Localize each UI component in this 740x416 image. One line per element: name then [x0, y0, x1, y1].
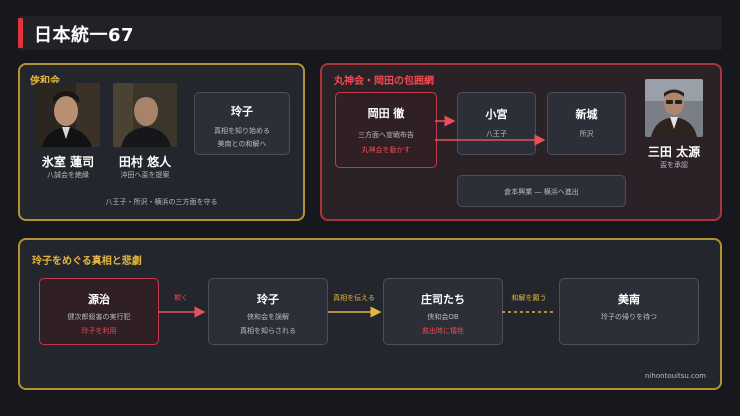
- minami-card: 美南 玲子の帰りを待つ: [559, 278, 699, 345]
- truth-panel: 玲子をめぐる真相と悲劇 源治 健次郎殺害の実行犯 玲子を利用 玲子 侠和会を誤解…: [18, 238, 722, 390]
- reiko-card-kyowakai: 玲子 真相を知り始める 美南との和解へ: [194, 92, 290, 155]
- shinjo-line1: 所沢: [579, 130, 594, 138]
- shoji-line2: 救出時に犠牲: [422, 327, 464, 335]
- reiko-card-truth: 玲子 侠和会を誤解 真相を知らされる: [208, 278, 328, 345]
- tamura-photo: [113, 83, 177, 147]
- himuro-photo: [36, 83, 100, 147]
- okada-card: 岡田 徹 三方面へ宣戦布告 丸神会を動かす: [335, 92, 437, 168]
- mita-name: 三田 太源: [647, 145, 701, 159]
- kuramoto-card: 倉本興業 ― 横浜へ進出: [457, 175, 626, 207]
- minami-name: 美南: [618, 293, 640, 306]
- reiko-card-line1: 真相を知り始める: [214, 127, 270, 135]
- truth-label: 玲子をめぐる真相と悲劇: [32, 256, 142, 267]
- shoji-name: 庄司たち: [421, 293, 465, 306]
- shoji-card: 庄司たち 侠和会OB 救出時に犠牲: [383, 278, 503, 345]
- genji-card: 源治 健次郎殺害の実行犯 玲子を利用: [39, 278, 159, 345]
- himuro-desc: 八誠会を絶縁: [47, 171, 89, 179]
- kuramoto-text: 倉本興業 ― 横浜へ進出: [504, 188, 579, 196]
- marukami-panel: 丸神会・岡田の包囲網 岡田 徹 三方面へ宣戦布告 丸神会を動かす 小宮 八王子 …: [320, 63, 722, 221]
- tamura-name: 田村 悠人: [118, 155, 172, 169]
- kyowakai-footnote: 八王子・所沢・横浜の三方面を守る: [105, 198, 218, 206]
- title-accent-bar: [18, 18, 23, 48]
- page-title: 日本統一67: [34, 25, 135, 46]
- tamura-desc: 沖田へ盃を提案: [120, 171, 170, 179]
- okada-line2: 丸神会を動かす: [361, 146, 411, 154]
- genji-line2: 玲子を利用: [81, 327, 117, 335]
- reiko-truth-line2: 真相を知らされる: [240, 327, 296, 335]
- website-label: nihontouitsu.com: [645, 372, 706, 380]
- edge-label-wish-reconcile: 和解を願う: [511, 294, 547, 302]
- okada-line1: 三方面へ宣戦布告: [358, 131, 414, 139]
- kyowakai-panel: 侠和会 氷室 蓮司 八誠会を絶縁 田村 悠人 沖田へ盃を提案 玲子 真相を知り始…: [18, 63, 305, 221]
- reiko-card-name: 玲子: [231, 105, 253, 118]
- komiya-card: 小宮 八王子: [457, 92, 536, 155]
- mita-desc: 盃を承認: [660, 161, 688, 169]
- himuro-name: 氷室 蓮司: [41, 155, 95, 169]
- edge-label-tell-truth: 真相を伝える: [333, 294, 375, 302]
- genji-name: 源治: [88, 293, 110, 306]
- marukami-label: 丸神会・岡田の包囲網: [334, 76, 434, 87]
- minami-line1: 玲子の帰りを待つ: [601, 313, 657, 321]
- genji-line1: 健次郎殺害の実行犯: [67, 313, 131, 321]
- title-bar: 日本統一67: [18, 16, 722, 50]
- mita-photo: [645, 79, 703, 137]
- edge-label-deceive: 欺く: [174, 294, 188, 302]
- shoji-line1: 侠和会OB: [427, 313, 459, 321]
- komiya-name: 小宮: [485, 108, 508, 121]
- reiko-truth-name: 玲子: [257, 293, 279, 306]
- shinjo-name: 新城: [575, 108, 598, 121]
- okada-name: 岡田 徹: [367, 107, 405, 120]
- reiko-card-line2: 美南との和解へ: [217, 140, 267, 148]
- komiya-line1: 八王子: [486, 130, 507, 138]
- reiko-truth-line1: 侠和会を誤解: [247, 313, 289, 321]
- shinjo-card: 新城 所沢: [547, 92, 626, 155]
- kyowakai-label: 侠和会: [30, 76, 60, 87]
